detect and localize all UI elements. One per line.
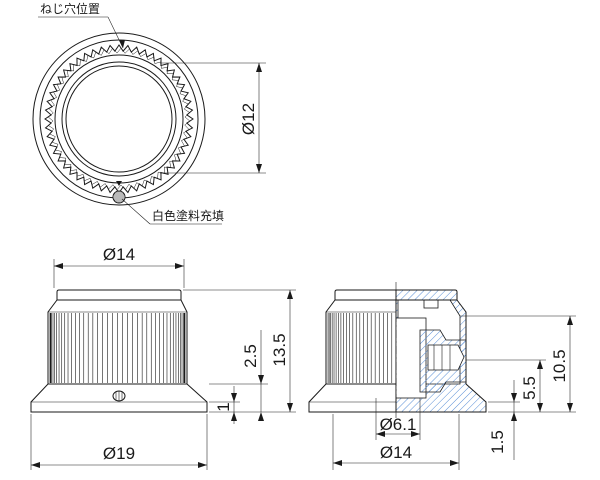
screw-hole-leader <box>38 16 125 49</box>
dim-h-1: 1 <box>214 402 233 411</box>
front-knurl-lines <box>49 313 186 383</box>
dim-1-lines <box>209 386 240 424</box>
dim-cap-dia: Ø14 <box>103 245 135 264</box>
dim-top-dia: Ø12 <box>239 103 258 135</box>
cap-top <box>56 289 182 301</box>
screw-hole-label: ねじ穴位置 <box>40 1 100 16</box>
cap-circle <box>61 61 177 177</box>
section-knurl-lines <box>327 313 397 383</box>
white-fill-leader <box>121 198 222 225</box>
dim-2-5-lines <box>209 330 268 421</box>
cap-inner-circle <box>65 65 173 173</box>
dim-sec-10-5-lines <box>460 315 576 413</box>
top-view: ねじ穴位置 白色塗料充填 Ø12 <box>32 1 266 225</box>
section-view: 10.5 5.5 1.5 Ø6.1 <box>308 282 576 470</box>
dim-sec-5-5: 5.5 <box>520 376 539 400</box>
dim-13-5-lines <box>183 289 296 413</box>
dim-sec-5-5-lines <box>466 359 546 412</box>
dim-sec-dia-14: Ø14 <box>380 443 412 462</box>
outer-base-circle <box>32 32 206 206</box>
dim-sec-10-5: 10.5 <box>550 349 569 382</box>
dim-sec-6-1-lines <box>375 398 421 440</box>
dim-base-dia: Ø19 <box>103 444 135 463</box>
section-cap-left <box>334 289 397 301</box>
dim-top-dia-lines <box>160 62 266 174</box>
section-body-left <box>325 299 397 385</box>
front-view: Ø14 Ø19 13.5 2.5 <box>30 245 296 470</box>
indicator-notch <box>116 181 122 186</box>
knurl-serration <box>44 44 194 194</box>
dim-sec-14-lines <box>332 414 460 470</box>
dim-h-13-5: 13.5 <box>270 333 289 366</box>
white-fill-label: 白色塗料充填 <box>152 208 224 223</box>
dim-base-dia-lines <box>30 414 208 470</box>
dim-sec-dia-6-1: Ø6.1 <box>380 415 417 434</box>
knurl-inner-circle <box>54 54 184 184</box>
screw-hole-marker <box>112 190 126 204</box>
dim-cap-dia-lines <box>53 259 185 288</box>
base-inner-circle <box>39 39 199 199</box>
section-cut <box>395 282 487 420</box>
dim-sec-1-5-lines <box>488 380 520 460</box>
dim-sec-1-5: 1.5 <box>488 430 507 454</box>
section-skirt-left <box>308 383 397 413</box>
dim-h-2-5: 2.5 <box>241 344 260 368</box>
front-screw-hole <box>112 390 126 402</box>
